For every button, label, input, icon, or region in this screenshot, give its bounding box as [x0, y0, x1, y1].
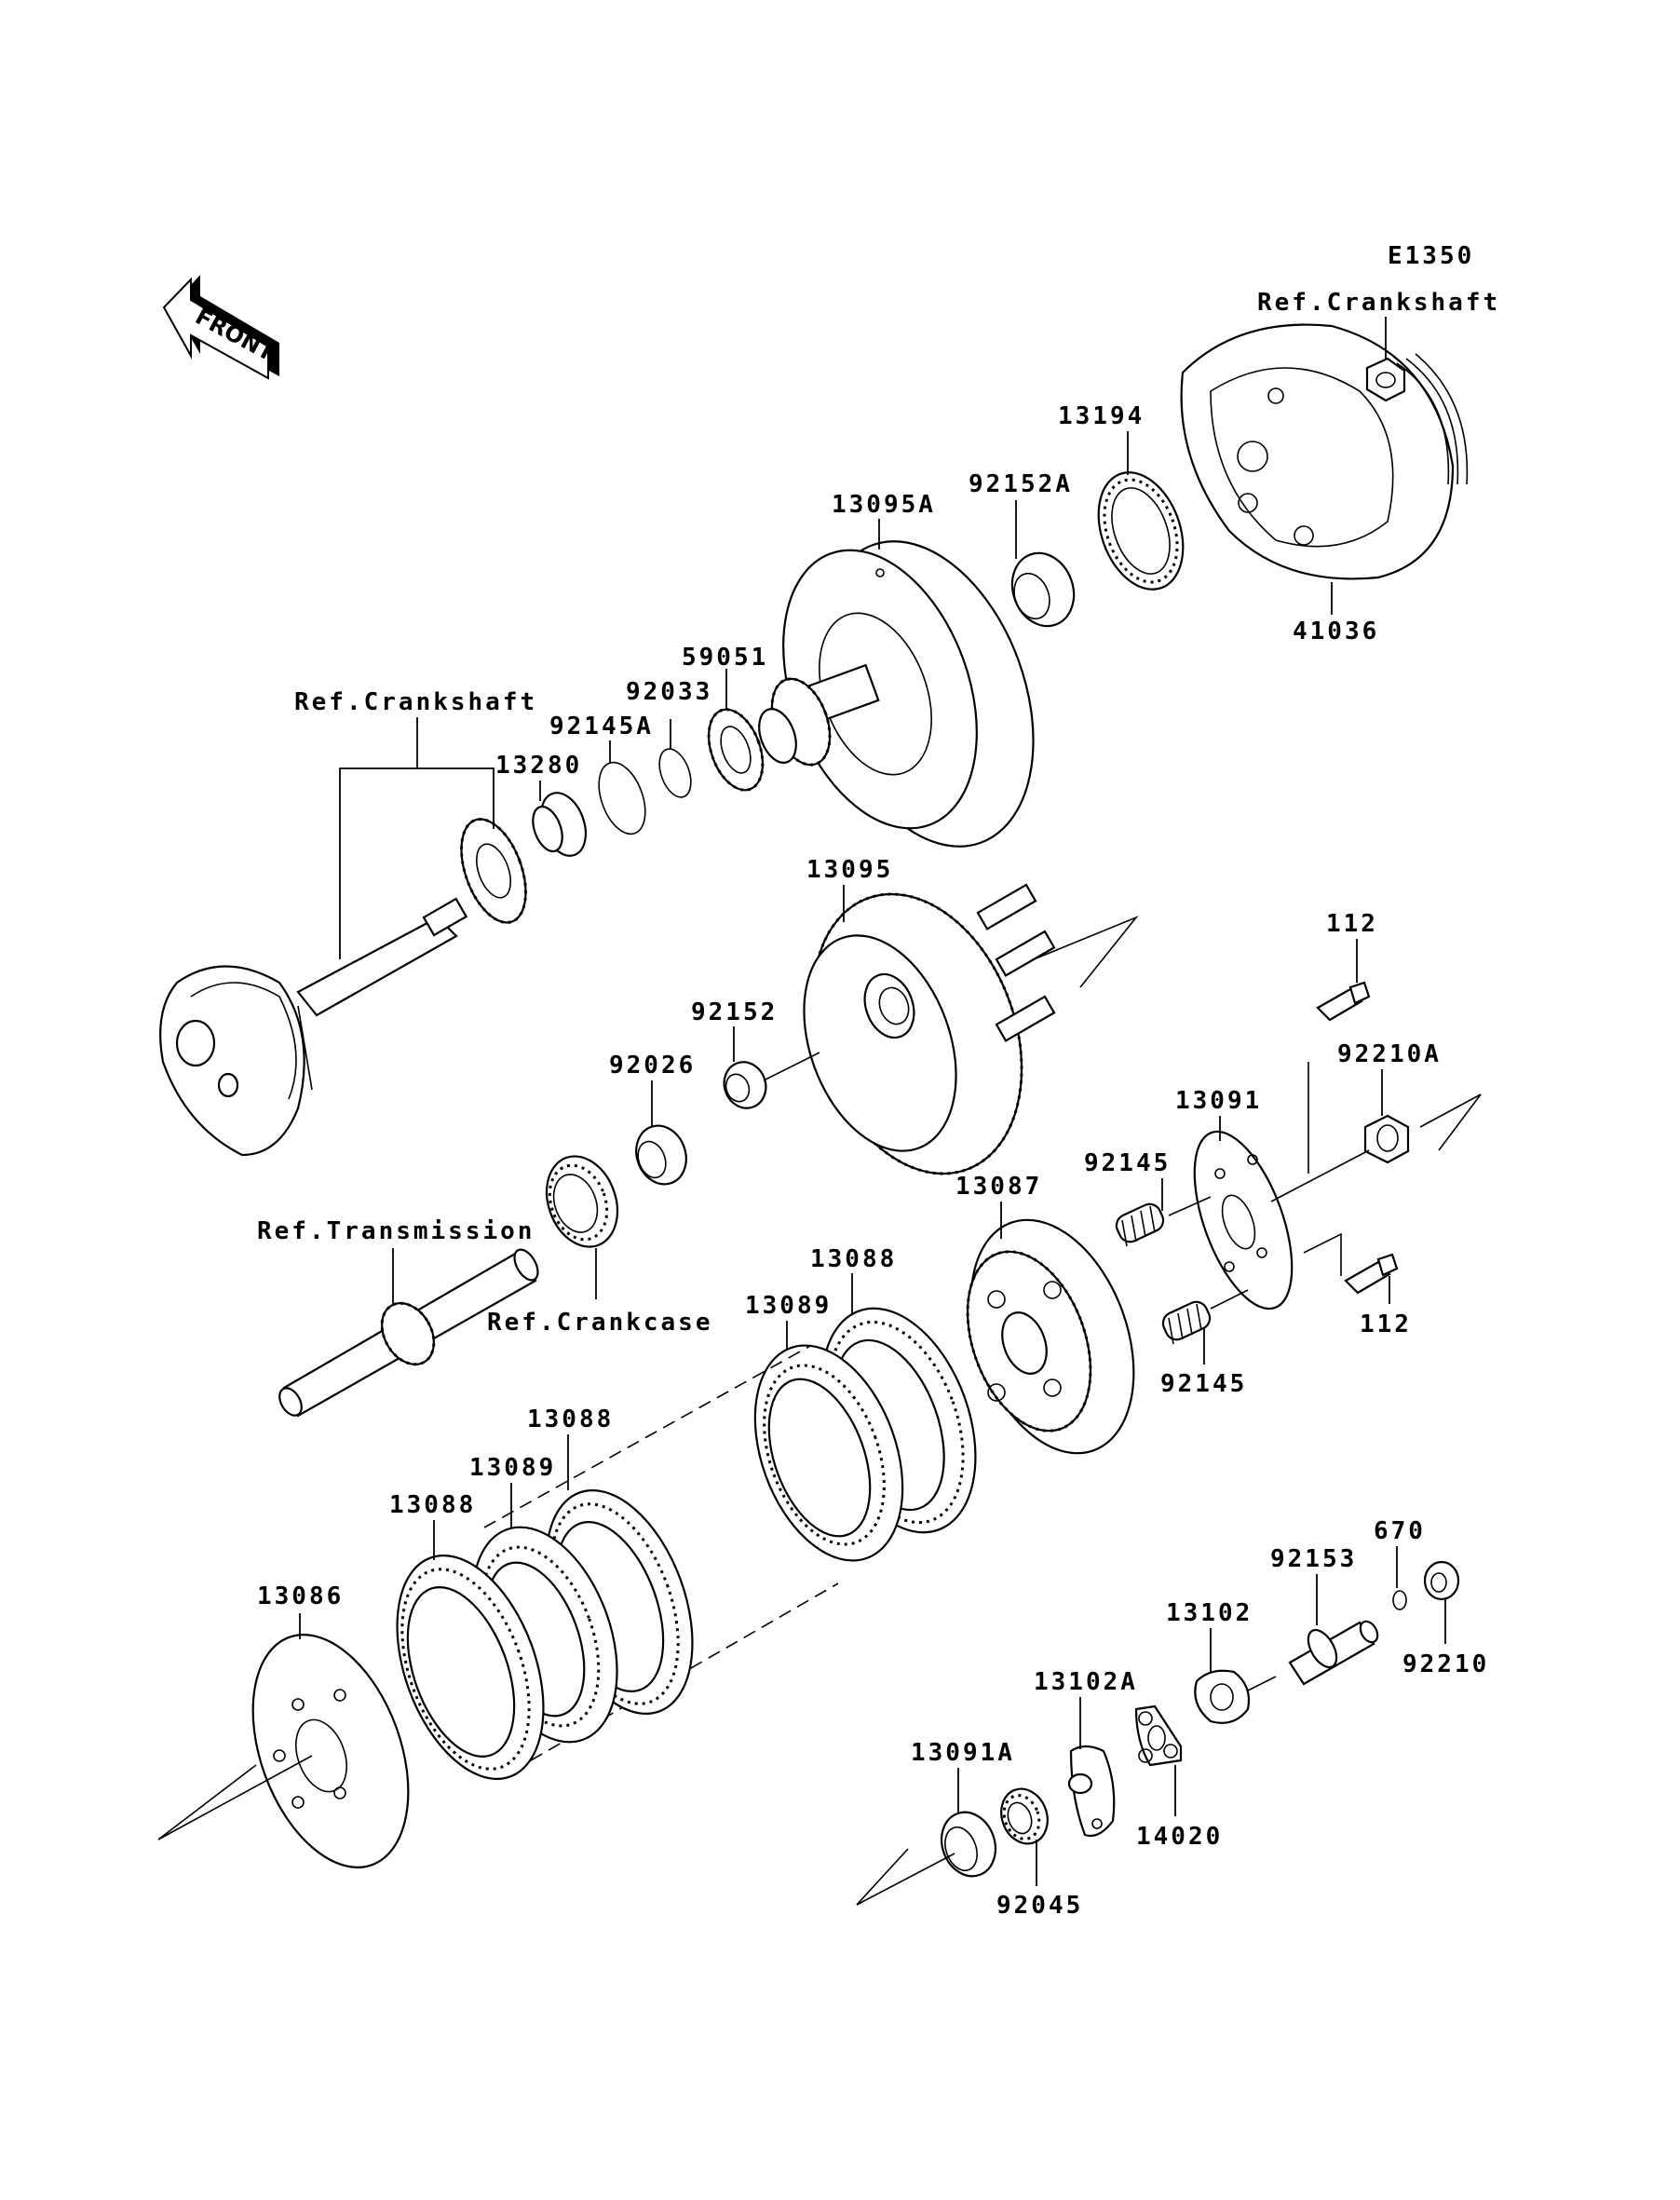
transmission-shaft [278, 1248, 539, 1418]
part-92026-collar[interactable] [629, 1119, 695, 1191]
label-92145-bottom: 92145 [1160, 1370, 1247, 1398]
label-112-top: 112 [1326, 910, 1378, 938]
label-13088-low-right: 13088 [527, 1406, 614, 1433]
crankcase-bearing [545, 1155, 619, 1248]
label-59051: 59051 [682, 644, 768, 672]
label-13194: 13194 [1058, 402, 1145, 430]
part-670-o-ring[interactable] [1392, 1590, 1407, 1610]
label-13095A: 13095A [832, 491, 936, 519]
label-92153: 92153 [1270, 1545, 1357, 1573]
label-14020: 14020 [1136, 1823, 1223, 1851]
part-92145-spring-top[interactable] [1113, 1201, 1167, 1247]
part-112-bolt-top[interactable] [1316, 981, 1371, 1022]
part-92210A-nut[interactable] [1363, 1114, 1410, 1164]
part-92145A-ring[interactable] [590, 756, 655, 840]
part-59051-gear[interactable] [698, 702, 773, 797]
primary-drive-gear [758, 677, 832, 767]
part-13091A-pusher[interactable] [933, 1805, 1005, 1884]
label-92152A: 92152A [969, 470, 1073, 498]
label-13089-low: 13089 [469, 1454, 556, 1482]
diagram-code: E1350 [1388, 242, 1474, 270]
part-13280-collar[interactable] [527, 787, 593, 862]
part-92045-bearing[interactable] [994, 1783, 1055, 1851]
part-14020-plate[interactable] [1134, 1704, 1183, 1767]
label-13280: 13280 [495, 752, 582, 780]
part-13086-clutch-plate[interactable] [224, 1613, 438, 1889]
part-13102-lever[interactable] [1194, 1669, 1277, 1724]
label-92210A: 92210A [1337, 1040, 1442, 1068]
part-92145-spring-bottom[interactable] [1159, 1298, 1213, 1345]
part-92153-shaft[interactable] [1288, 1619, 1381, 1686]
label-13088-low-left: 13088 [389, 1491, 476, 1519]
label-92210: 92210 [1402, 1650, 1489, 1678]
label-13091: 13091 [1175, 1087, 1262, 1115]
label-92045: 92045 [996, 1892, 1083, 1920]
label-ref-crankshaft-left: Ref.Crankshaft [294, 688, 537, 716]
part-41036-clutch-housing[interactable] [1180, 323, 1469, 580]
part-13088-friction-plate-low-left[interactable] [369, 1536, 571, 1799]
part-92210-nut[interactable] [1423, 1560, 1460, 1601]
label-13091A: 13091A [911, 1739, 1015, 1767]
part-112-bolt-bottom[interactable] [1344, 1253, 1399, 1295]
part-13194-one-way-clutch[interactable] [1083, 461, 1198, 602]
label-670: 670 [1374, 1517, 1426, 1545]
part-13089-steel-plate-mid[interactable] [727, 1325, 929, 1582]
label-92145-top: 92145 [1084, 1149, 1171, 1177]
label-41036: 41036 [1293, 618, 1379, 645]
label-13102A: 13102A [1034, 1668, 1138, 1696]
part-13095A-housing[interactable] [748, 511, 1073, 876]
label-92152: 92152 [691, 998, 778, 1026]
label-13088-mid: 13088 [810, 1245, 897, 1273]
label-112-bottom: 112 [1360, 1310, 1412, 1338]
label-92026: 92026 [609, 1052, 696, 1080]
label-13095: 13095 [806, 856, 893, 884]
label-92033: 92033 [626, 678, 712, 706]
part-13091-pressure-plate[interactable] [1174, 1120, 1311, 1322]
label-13089-mid: 13089 [745, 1292, 832, 1320]
part-13095-clutch-housing[interactable] [776, 864, 1058, 1202]
label-ref-crankcase: Ref.Crankcase [487, 1309, 713, 1337]
part-92033-circlip[interactable] [654, 744, 698, 801]
crankshaft-nut-top [1365, 357, 1406, 402]
crankshaft-assembly [159, 818, 527, 1157]
label-ref-crankshaft-top: Ref.Crankshaft [1257, 289, 1500, 317]
label-13102: 13102 [1166, 1599, 1253, 1627]
part-13087-clutch-hub[interactable] [941, 1197, 1163, 1475]
label-13086: 13086 [257, 1582, 344, 1610]
part-92152-bushing[interactable] [718, 1056, 772, 1114]
part-13102A-lever[interactable] [1067, 1745, 1116, 1838]
label-92145A: 92145A [549, 713, 654, 740]
part-92152A-bushing[interactable] [1002, 544, 1084, 634]
front-arrow-icon: FRONT [162, 275, 279, 380]
label-ref-transmission: Ref.Transmission [257, 1217, 535, 1245]
label-13087: 13087 [955, 1173, 1042, 1201]
